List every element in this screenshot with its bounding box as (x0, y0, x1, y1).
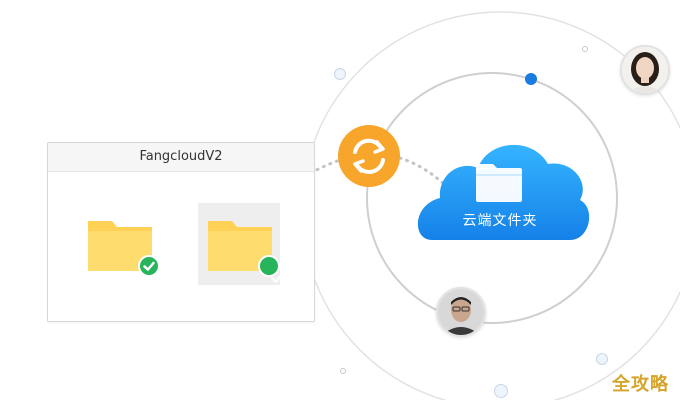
cloud-icon (417, 144, 590, 240)
orbit-dot (494, 384, 508, 398)
watermark-text: 全攻略 (612, 374, 669, 395)
folder-window: FangcloudV2 (47, 142, 315, 322)
sync-path-to-cloud (398, 156, 448, 188)
folder-icon (88, 221, 152, 271)
accent-dot (525, 73, 537, 85)
orbit-dot (334, 68, 346, 80)
inner-orbit (366, 72, 618, 324)
orbit-dot (340, 368, 346, 374)
sync-icon (338, 125, 400, 187)
orbit-dot (582, 46, 588, 52)
check-icon (258, 255, 283, 283)
synced-folder[interactable] (198, 203, 283, 285)
cloud-folder-label: 云端文件夹 (462, 213, 538, 229)
person-avatar (620, 45, 670, 95)
check-icon (138, 255, 160, 277)
local-folder[interactable] (86, 215, 160, 277)
person-avatar (436, 287, 486, 337)
window-title: FangcloudV2 (48, 143, 314, 172)
orbit-dot (596, 353, 608, 365)
